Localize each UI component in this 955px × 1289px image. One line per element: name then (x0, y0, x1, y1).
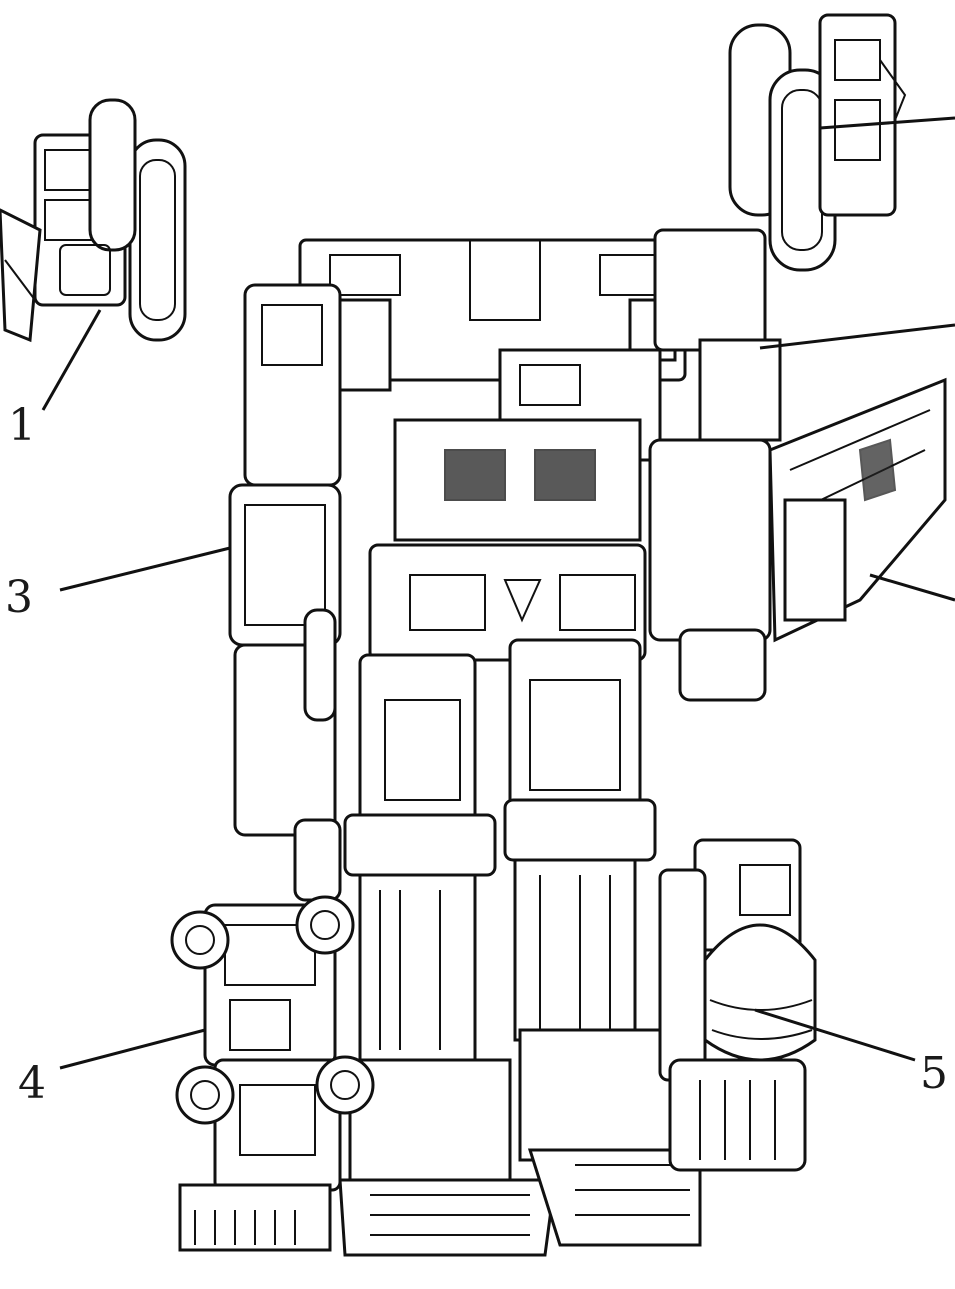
leader-line-3 (59, 546, 231, 592)
right-arm-assembly (648, 228, 947, 702)
tracked-module-top-right (728, 13, 907, 272)
leader-lines (41, 116, 955, 1070)
leader-line-5 (754, 1008, 916, 1062)
leader-line-4 (59, 1028, 206, 1070)
part-3-left-arm (228, 283, 342, 902)
leader-line-1 (41, 309, 102, 411)
part-4-wheeled-module (170, 895, 375, 1252)
robot-torso (298, 238, 687, 662)
robot-legs (338, 638, 702, 1257)
label-5: 5 (920, 1048, 948, 1099)
part-5-dome-module (658, 838, 817, 1172)
label-3: 3 (5, 572, 33, 623)
label-4: 4 (18, 1058, 46, 1109)
leader-line-right-lower (869, 573, 955, 602)
leader-line-top-right (819, 116, 955, 130)
label-1: 1 (8, 400, 36, 451)
leader-line-right-upper (759, 323, 955, 350)
part-1-tracked-module (0, 98, 187, 343)
